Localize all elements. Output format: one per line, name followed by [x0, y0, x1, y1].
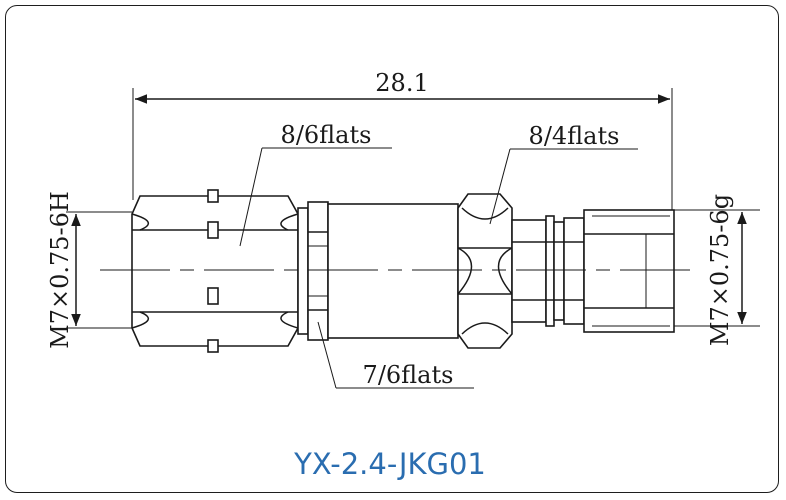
overall-length-dimension: 28.1	[132, 69, 673, 212]
middle-body	[327, 203, 459, 339]
left-hex-leader: 8/6flats	[239, 121, 392, 247]
nut	[297, 201, 329, 341]
nut-leader: 7/6flats	[317, 321, 474, 389]
overall-length-label: 28.1	[375, 69, 428, 97]
left-thread-label: M7×0.75-6H	[46, 191, 74, 349]
left-hex-label: 8/6flats	[281, 121, 372, 149]
nut-label: 7/6flats	[363, 361, 454, 389]
right-thread-label: M7×0.75-6g	[706, 194, 734, 346]
right-collar	[511, 215, 585, 327]
right-hex	[457, 193, 513, 349]
right-hex-leader: 8/4flats	[489, 122, 638, 225]
left-hex-body	[131, 189, 299, 353]
left-thread-dimension: M7×0.75-6H	[46, 191, 132, 349]
right-thread-dimension: M7×0.75-6g	[674, 194, 760, 346]
right-hex-label: 8/4flats	[529, 122, 620, 150]
model-name: YX-2.4-JKG01	[293, 447, 486, 481]
right-thread	[583, 209, 675, 333]
